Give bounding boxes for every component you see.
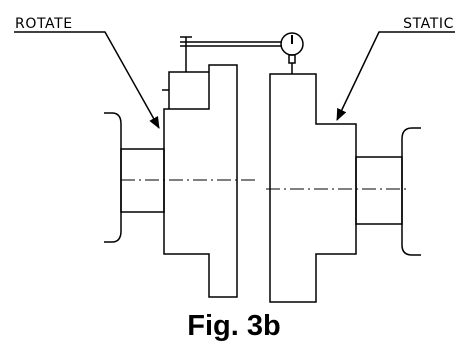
right-shaft-end xyxy=(401,127,421,256)
indicator-bracket-block xyxy=(168,71,209,109)
rotate-leader-line xyxy=(14,31,160,129)
rotating-hub xyxy=(163,64,238,298)
right-shaft xyxy=(355,156,403,225)
left-shaft-end xyxy=(104,112,122,243)
static-label: STATIC xyxy=(403,16,454,32)
dial-stem xyxy=(288,54,296,64)
figure-caption: Fig. 3b xyxy=(187,310,281,342)
static-leader-line xyxy=(336,31,455,121)
rotate-label: ROTATE xyxy=(15,16,73,32)
static-hub xyxy=(269,73,357,303)
